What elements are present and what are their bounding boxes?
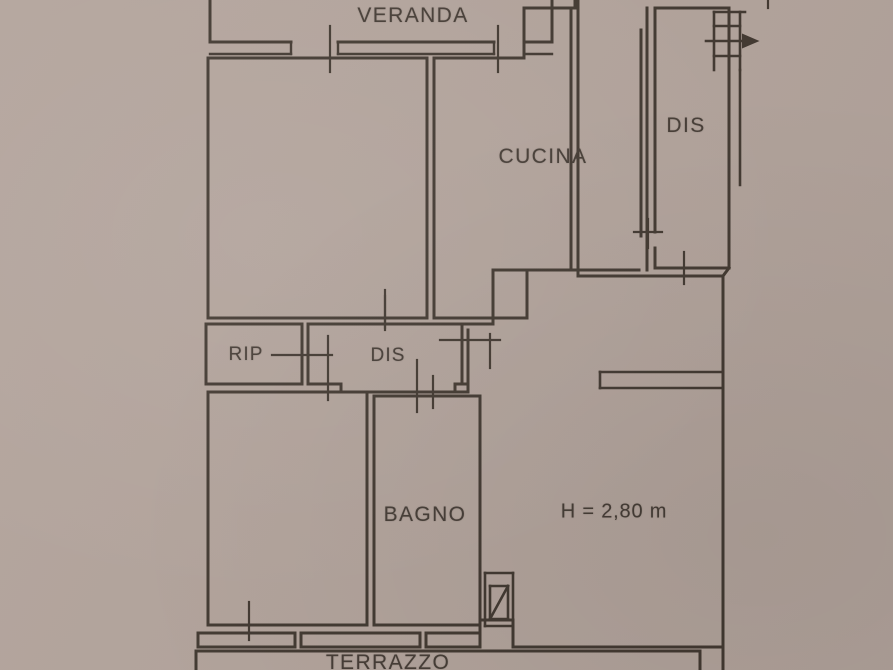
room-label-terrazzo: TERRAZZO xyxy=(325,651,451,670)
room-label-veranda: VERANDA xyxy=(357,4,469,27)
dis-top-walls xyxy=(653,6,731,270)
right-outer-wall xyxy=(569,0,732,670)
room-label-bagno: BAGNO xyxy=(383,503,467,526)
terrazzo-walls xyxy=(194,618,725,670)
shaft-hatch xyxy=(483,571,515,628)
room-label-cucina: CUCINA xyxy=(498,145,588,168)
corridor-walls xyxy=(204,268,529,394)
room-label-dis-top: DIS xyxy=(666,114,706,137)
bagno-walls xyxy=(372,390,482,627)
veranda-walls xyxy=(208,0,554,44)
left-room-walls xyxy=(206,56,429,320)
balcony-parapet xyxy=(598,370,725,390)
window-tick-marks xyxy=(247,0,770,642)
entry-stair xyxy=(704,10,747,187)
ceiling-height-label: H = 2,80 m xyxy=(560,500,668,523)
lower-left-room-walls xyxy=(206,390,369,627)
entry-direction-arrow xyxy=(742,33,760,49)
room-label-rip: RIP xyxy=(228,344,264,365)
veranda-openings xyxy=(208,40,554,56)
dis-top-door-jambs xyxy=(632,217,686,286)
room-label-dis-mid: DIS xyxy=(370,345,406,366)
